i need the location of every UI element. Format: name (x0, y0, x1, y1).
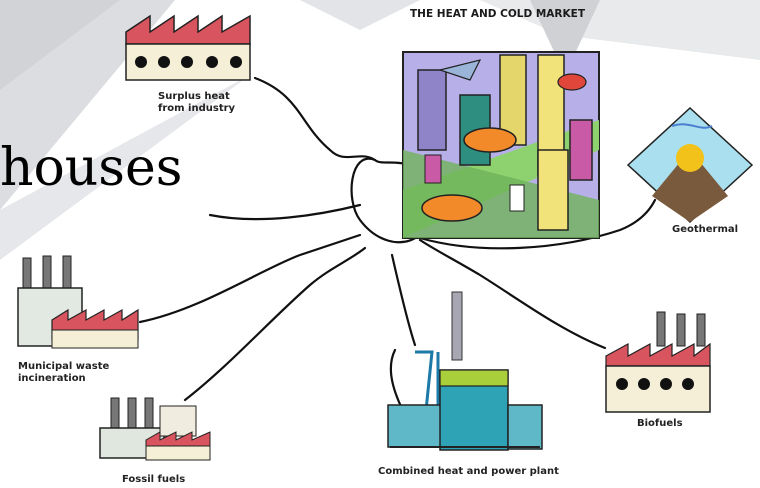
label-biofuels: Biofuels (637, 418, 683, 430)
label-fossil-fuels: Fossil fuels (122, 474, 185, 486)
biofuels-icon (606, 312, 710, 412)
label-municipal-waste-line1: Municipal waste (18, 361, 109, 373)
surplus-heat-factory-icon (126, 16, 250, 80)
diagram-title: THE HEAT AND COLD MARKET (410, 8, 585, 20)
geothermal-volcano-icon (628, 108, 752, 222)
slide-background (0, 0, 760, 260)
fossil-fuels-icon (100, 398, 210, 460)
label-geothermal: Geothermal (672, 224, 738, 236)
label-municipal-waste-line2: incineration (18, 373, 86, 385)
label-surplus-heat-line2: from industry (158, 103, 235, 115)
label-chp: Combined heat and power plant (378, 466, 559, 478)
municipal-waste-incineration-icon (18, 256, 138, 348)
slide-partial-heading: houses (0, 138, 182, 198)
city-market-illustration (403, 52, 599, 238)
chp-plant-icon (388, 292, 542, 450)
label-surplus-heat-line1: Surplus heat (158, 91, 230, 103)
